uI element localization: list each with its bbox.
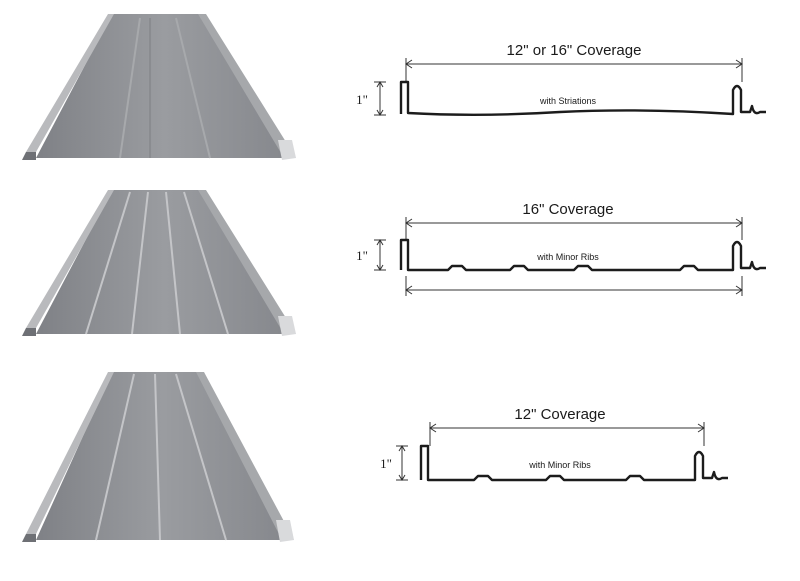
coverage-label-2: 16" Coverage <box>522 201 613 218</box>
height-label-3: 1" <box>380 456 392 471</box>
feature-label-1: with Striations <box>539 96 597 106</box>
height-label-2: 1" <box>356 248 368 263</box>
profile-minor-ribs-16: 16" Coverage 1" with Minor Ribs <box>356 201 766 296</box>
coverage-label-3: 12" Coverage <box>514 406 605 423</box>
feature-label-2: with Minor Ribs <box>536 252 599 262</box>
profile-striations: 12" or 16" Coverage 1" with Striations <box>356 42 766 116</box>
panel-3d-minor-ribs-16 <box>22 190 296 336</box>
panel-3d-minor-ribs-12 <box>22 372 294 542</box>
feature-label-3: with Minor Ribs <box>528 460 591 470</box>
profile-minor-ribs-12: 12" Coverage 1" with Minor Ribs <box>380 406 728 482</box>
height-label-1: 1" <box>356 92 368 107</box>
coverage-label-1: 12" or 16" Coverage <box>507 42 642 59</box>
panel-3d-striations <box>22 14 296 160</box>
